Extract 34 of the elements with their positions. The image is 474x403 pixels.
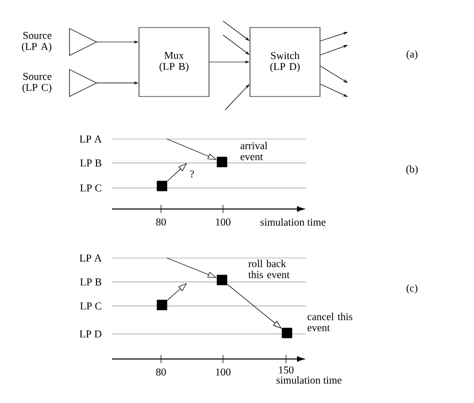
axis-label: simulation time: [260, 218, 326, 226]
process-box: Mux (LP B): [138, 27, 210, 97]
event-note: arrival event: [240, 142, 268, 160]
axis-label: simulation time: [276, 376, 342, 384]
source-label: Source (LP A): [22, 32, 52, 52]
lane-label: LP C: [80, 302, 102, 310]
event-note: cancel this event: [308, 312, 352, 332]
tick-label: 80: [156, 368, 166, 376]
part-label: (b): [406, 165, 418, 175]
tick-label: 150: [279, 366, 294, 374]
arrow: [166, 283, 187, 301]
arrow: [166, 163, 187, 182]
tick-label: 80: [156, 218, 166, 226]
event-note: roll back this event: [248, 260, 290, 278]
lane-label: LP A: [80, 254, 102, 262]
event-square: [216, 156, 228, 168]
lane-label: LP D: [80, 330, 102, 338]
part-label: (c): [406, 284, 418, 294]
source-label: Source (LP C): [22, 72, 52, 94]
tick-label: 100: [216, 368, 230, 376]
tick-label: 100: [216, 218, 230, 226]
edge-label: ?: [188, 169, 196, 179]
lane-label: LP B: [80, 278, 102, 286]
event-square: [156, 300, 168, 310]
event-square: [156, 180, 168, 192]
amplifier-triangle: [69, 69, 98, 97]
part-label: (a): [406, 50, 418, 60]
event-square: [216, 274, 228, 286]
lane-label: LP B: [80, 160, 102, 166]
event-square: [282, 328, 292, 338]
amplifier-triangle: [69, 28, 98, 56]
process-box: Switch (LP D): [250, 27, 320, 97]
lane-label: LP A: [80, 136, 102, 142]
lane-label: LP C: [80, 184, 102, 192]
